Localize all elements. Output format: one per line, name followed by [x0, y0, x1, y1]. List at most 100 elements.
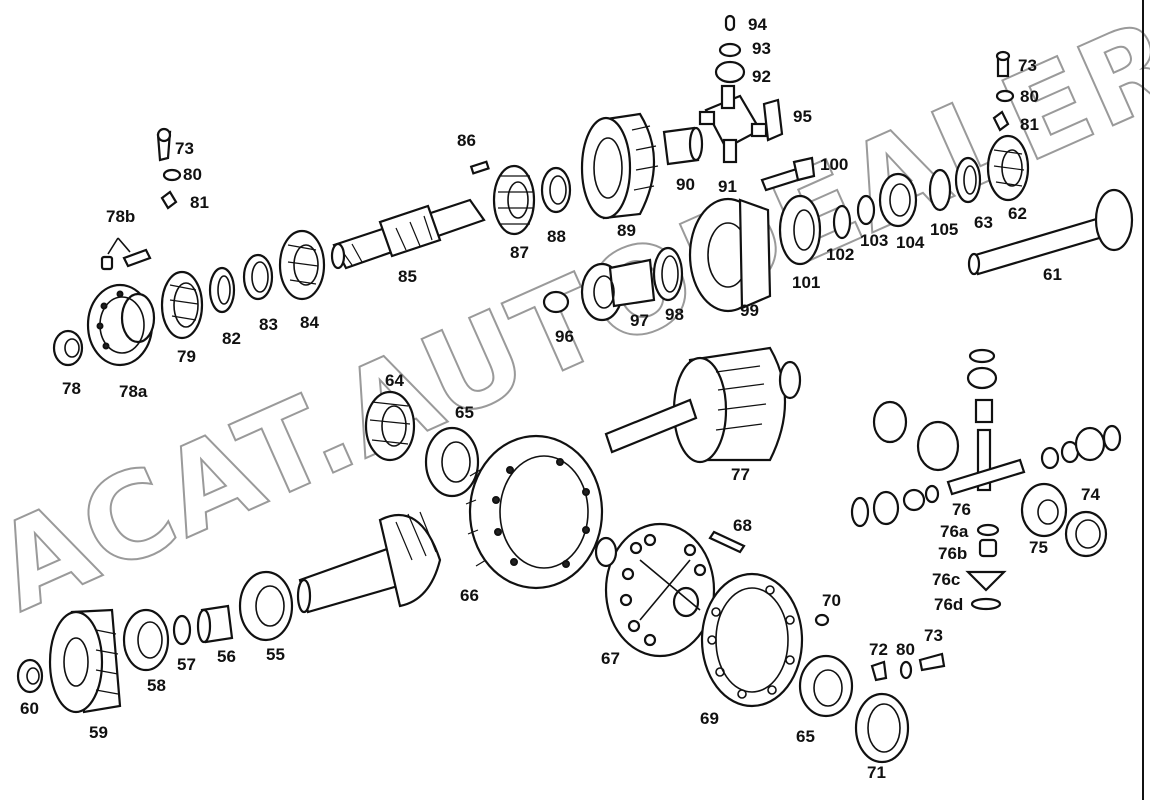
part-104-bearing — [878, 172, 918, 228]
label-76a: 76a — [940, 522, 969, 541]
label-62: 62 — [1008, 204, 1027, 223]
part-82-ring — [208, 266, 236, 314]
label-98: 98 — [665, 305, 684, 324]
part-78b-bolt — [100, 237, 152, 271]
label-73-lower: 73 — [924, 626, 943, 645]
part-65-bearing-lower — [798, 654, 854, 718]
part-62-bearing — [986, 134, 1030, 202]
label-57: 57 — [177, 655, 196, 674]
part-101-bearing — [778, 194, 822, 266]
label-101: 101 — [792, 273, 820, 292]
label-100: 100 — [820, 155, 848, 174]
label-75: 75 — [1029, 538, 1048, 557]
part-102-ring — [832, 204, 852, 240]
label-76: 76 — [952, 500, 971, 519]
part-79-bearing — [160, 270, 204, 340]
page-edge-line — [1142, 0, 1144, 800]
part-77-carrier — [604, 346, 802, 464]
label-60: 60 — [20, 699, 39, 718]
label-103: 103 — [860, 231, 888, 250]
part-58-bearing — [122, 608, 170, 672]
part-93-washer — [718, 42, 742, 58]
label-55: 55 — [266, 645, 285, 664]
part-103-ring — [856, 194, 876, 226]
label-66: 66 — [460, 586, 479, 605]
label-94: 94 — [748, 15, 767, 34]
part-64-bearing — [364, 390, 416, 462]
part-56-spacer — [196, 604, 234, 644]
label-70: 70 — [822, 591, 841, 610]
label-69: 69 — [700, 709, 719, 728]
label-78b: 78b — [106, 207, 135, 226]
label-73-right: 73 — [1018, 56, 1037, 75]
label-63: 63 — [974, 213, 993, 232]
part-92-gear — [714, 60, 746, 84]
label-78a: 78a — [119, 382, 148, 401]
part-94-pin — [724, 14, 736, 32]
part-pinion-shaft — [296, 511, 442, 614]
label-97: 97 — [630, 311, 649, 330]
part-60-nut — [16, 658, 44, 694]
label-102: 102 — [826, 245, 854, 264]
part-86-key — [469, 160, 490, 175]
label-56: 56 — [217, 647, 236, 666]
part-69-cover — [700, 572, 804, 708]
part-65-bearing-upper — [424, 426, 480, 498]
label-76c: 76c — [932, 570, 960, 589]
part-73-screw — [995, 50, 1011, 78]
part-95-plate — [762, 98, 784, 142]
label-89: 89 — [617, 221, 636, 240]
label-90: 90 — [676, 175, 695, 194]
label-93: 93 — [752, 39, 771, 58]
part-68-bolt — [708, 530, 746, 554]
label-92: 92 — [752, 67, 771, 86]
part-differential-spider — [850, 348, 1122, 528]
part-73-pin — [156, 127, 172, 162]
label-65-lower: 65 — [796, 727, 815, 746]
part-63-ring — [954, 156, 982, 204]
part-76-stack — [965, 523, 1007, 611]
part-105-ring — [928, 168, 952, 212]
label-95: 95 — [793, 107, 812, 126]
part-75-gear — [1020, 482, 1068, 538]
part-85-input-shaft — [330, 198, 486, 270]
part-81-clip — [160, 190, 178, 210]
label-74: 74 — [1081, 485, 1100, 504]
part-73-screw-lower — [918, 652, 946, 672]
callout-labels: 94 93 92 95 91 90 100 86 89 88 87 85 73 … — [20, 15, 1100, 782]
part-100-bolt — [760, 156, 816, 192]
part-97-hub — [580, 258, 656, 322]
part-88-ring — [540, 166, 572, 214]
label-91: 91 — [718, 177, 737, 196]
part-91-spider — [698, 84, 768, 164]
part-70-screw — [814, 613, 830, 627]
label-81-left: 81 — [190, 193, 209, 212]
part-98-ring — [652, 246, 684, 302]
part-67-diff-case — [594, 522, 716, 658]
label-76b: 76b — [938, 544, 967, 563]
part-74-washer — [1064, 510, 1108, 558]
part-87-gear — [492, 164, 536, 236]
part-80-washer-right — [995, 89, 1015, 103]
label-71: 71 — [867, 763, 886, 782]
part-80-washer-lower — [899, 660, 913, 680]
part-78-nut — [52, 329, 84, 367]
label-59: 59 — [89, 723, 108, 742]
label-67: 67 — [601, 649, 620, 668]
label-73-left: 73 — [175, 139, 194, 158]
label-61: 61 — [1043, 265, 1062, 284]
part-81-clip-right — [992, 110, 1010, 132]
label-72: 72 — [869, 640, 888, 659]
part-89-clutch-drum — [580, 112, 659, 220]
label-79: 79 — [177, 347, 196, 366]
label-78: 78 — [62, 379, 81, 398]
label-105: 105 — [930, 220, 958, 239]
part-72-clip — [870, 660, 888, 682]
part-71-ring — [854, 692, 910, 764]
label-77: 77 — [731, 465, 750, 484]
label-85: 85 — [398, 267, 417, 286]
label-84: 84 — [300, 313, 319, 332]
label-96: 96 — [555, 327, 574, 346]
